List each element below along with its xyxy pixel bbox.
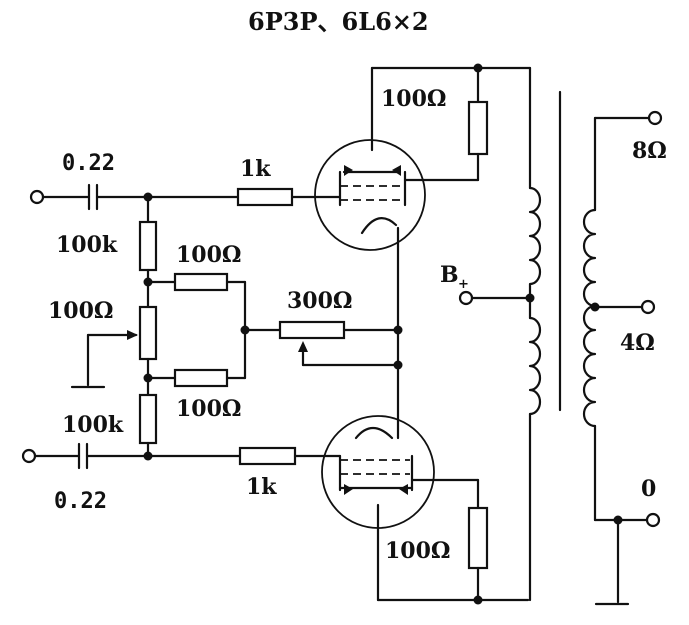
cathode-bus: [393, 226, 403, 440]
top-input-capacitor-label: 0.22: [62, 151, 115, 176]
top-tube-heater: [360, 217, 398, 235]
bottom-input-path: [21, 442, 342, 470]
secondary-winding: [582, 208, 597, 428]
bottom-input-terminal: [21, 448, 37, 464]
bottom-balance-resistor-label: 100Ω: [176, 396, 242, 422]
bottom-bias-resistor-label: 100k: [62, 412, 124, 438]
cathode-potentiometer: [278, 320, 346, 340]
bottom-tube-heater: [354, 426, 394, 440]
top-input-path: [29, 183, 342, 211]
output-0-terminal: [645, 512, 661, 528]
bottom-output-tube: [321, 415, 435, 529]
top-balance-resistor-label: 100Ω: [176, 242, 242, 268]
bottom-input-capacitor-label: 0.22: [54, 489, 107, 514]
cathode-potentiometer-label: 300Ω: [287, 288, 353, 314]
plate-circuits: [370, 63, 532, 605]
top-balance-resistor: [173, 272, 229, 292]
top-plate-resistor: [467, 100, 489, 156]
bottom-plate-resistor: [467, 506, 489, 570]
output-0-label: 0: [641, 476, 656, 502]
bottom-bias-resistor: [138, 393, 158, 445]
output-transformer: [458, 66, 663, 606]
bottom-grid-resistor: [238, 446, 297, 466]
diagram-title: 6P3P、6L6×2: [248, 7, 429, 36]
primary-winding-top: [528, 186, 542, 300]
output-4-ohm-label: 4Ω: [620, 330, 655, 356]
top-input-terminal: [29, 189, 45, 205]
bottom-grid-resistor-label: 1k: [246, 474, 277, 500]
top-grid-resistor: [236, 187, 294, 207]
bottom-plate-resistor-label: 100Ω: [385, 538, 451, 564]
top-bias-resistor: [138, 220, 158, 272]
bias-network: [70, 195, 400, 458]
output-8-ohm-terminal: [647, 110, 663, 126]
b-plus-terminal: [458, 290, 474, 306]
bias-potentiometer: [138, 305, 158, 361]
top-bias-resistor-label: 100k: [56, 232, 118, 258]
b-plus-subscript: +: [458, 277, 469, 292]
bias-potentiometer-label: 100Ω: [48, 298, 114, 324]
primary-winding-bottom: [528, 316, 542, 416]
b-plus-label: B: [440, 262, 459, 288]
output-4-ohm-terminal: [640, 299, 656, 315]
bottom-balance-resistor: [173, 368, 229, 388]
b-plus-text: B: [440, 262, 459, 288]
top-plate-resistor-label: 100Ω: [381, 86, 447, 112]
output-8-ohm-label: 8Ω: [632, 138, 667, 164]
top-grid-resistor-label: 1k: [240, 156, 271, 182]
top-output-tube: [314, 139, 426, 251]
